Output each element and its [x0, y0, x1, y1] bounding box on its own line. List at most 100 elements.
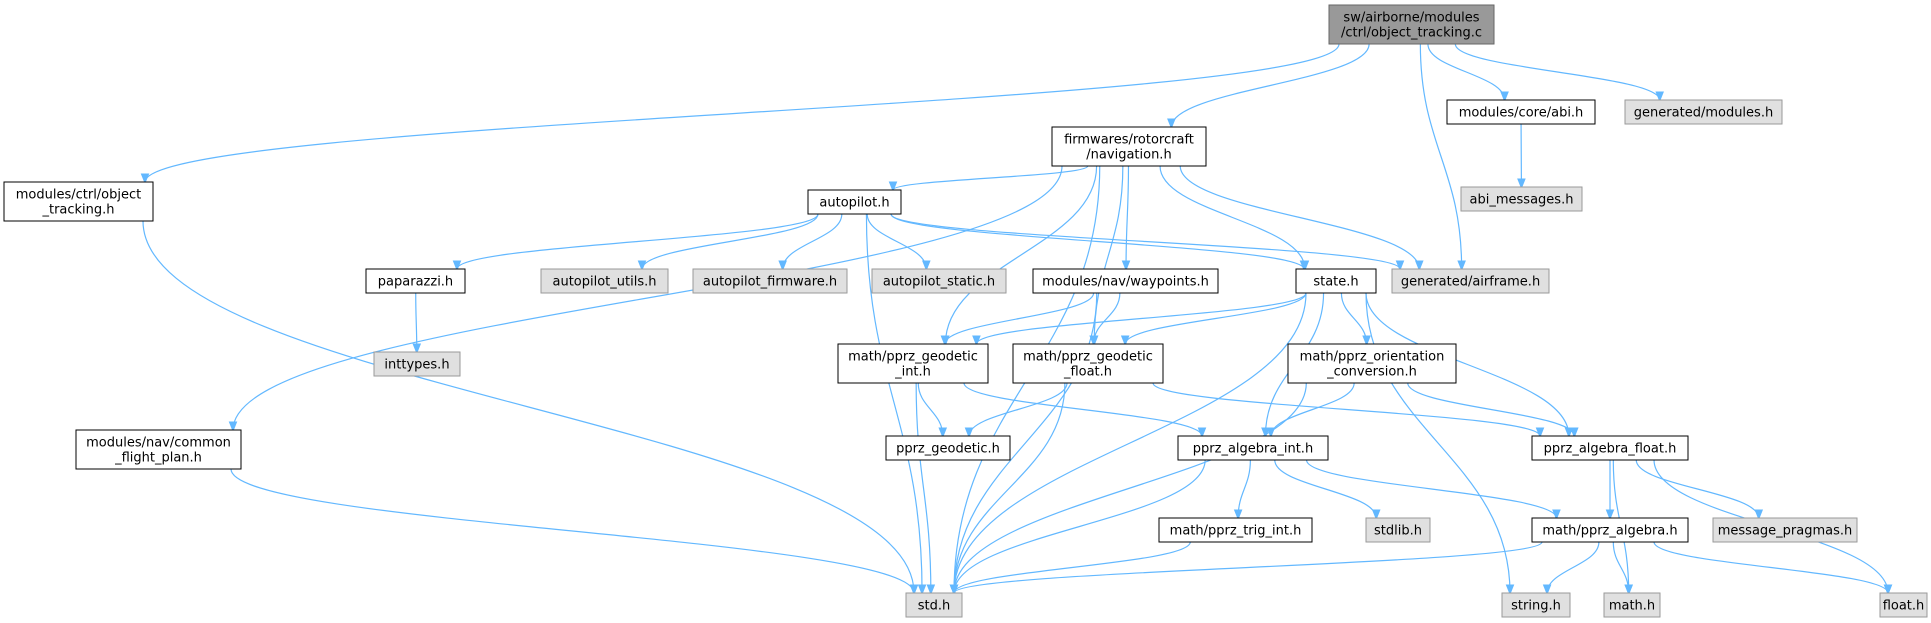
edge-math_alg-to-string: [1547, 541, 1600, 593]
node-box: [885, 435, 1011, 461]
edge-geo_float-to-alg_float: [1152, 382, 1540, 436]
edge-orient-to-alg_float: [1407, 382, 1575, 436]
node-msg-prag[interactable]: message_pragmas.h: [1712, 517, 1858, 543]
node-geo-int[interactable]: math/pprz_geodetic_int.h: [837, 343, 989, 384]
node-stdlib[interactable]: stdlib.h: [1365, 517, 1431, 543]
node-label: _conversion.h: [1326, 365, 1417, 380]
edge-geo_int-to-pprz_geo: [917, 382, 943, 436]
node-waypoints[interactable]: modules/nav/waypoints.h: [1032, 268, 1219, 294]
node-box: [1624, 99, 1783, 125]
edge-alg_int-to-trig: [1238, 459, 1251, 518]
edge-root-to-airframe: [1419, 43, 1461, 269]
edge-autopilot-to-std: [865, 213, 922, 593]
node-box: [1460, 186, 1583, 212]
node-obj-h[interactable]: modules/ctrl/object_tracking.h: [3, 181, 154, 222]
node-orient[interactable]: math/pprz_orientation_conversion.h: [1287, 343, 1457, 384]
node-trig[interactable]: math/pprz_trig_int.h: [1158, 517, 1313, 543]
node-label: pprz_algebra_float.h: [1544, 442, 1677, 457]
edge-autopilot-to-state: [890, 213, 1304, 269]
node-ap-utils[interactable]: autopilot_utils.h: [540, 268, 669, 294]
node-label: math/pprz_algebra.h: [1542, 524, 1677, 539]
node-label: _tracking.h: [41, 203, 114, 218]
edge-geo_float-to-std: [954, 382, 1066, 593]
node-box: [1051, 126, 1207, 167]
node-alg-float[interactable]: pprz_algebra_float.h: [1531, 435, 1689, 461]
node-label: _int.h: [894, 365, 931, 380]
edge-root-to-nav_h: [1171, 43, 1370, 127]
node-label: pprz_geodetic.h: [896, 442, 1000, 457]
nodes-layer: sw/airborne/modules/ctrl/object_tracking…: [3, 4, 1928, 618]
node-box: [871, 268, 1007, 294]
node-label: modules/nav/common: [86, 436, 231, 451]
edges-layer: [142, 43, 1888, 593]
node-label: string.h: [1511, 599, 1561, 614]
node-label: modules/nav/waypoints.h: [1042, 275, 1209, 290]
edge-alg_float-to-msg_prag: [1635, 459, 1759, 518]
node-box: [1295, 268, 1377, 294]
node-string[interactable]: string.h: [1501, 592, 1571, 618]
edge-autopilot-to-ap_fw: [783, 213, 843, 269]
edge-geo_int-to-alg_int: [963, 382, 1202, 436]
edge-nav_h-to-waypoints: [1126, 165, 1128, 269]
node-label: pprz_algebra_int.h: [1193, 442, 1313, 457]
node-box: [1177, 435, 1329, 461]
node-label: float.h: [1883, 599, 1925, 614]
node-alg-int[interactable]: pprz_algebra_int.h: [1177, 435, 1329, 461]
node-math[interactable]: math.h: [1603, 592, 1661, 618]
node-label: _flight_plan.h: [114, 451, 202, 466]
node-box: [1531, 517, 1689, 543]
node-pprz-geo[interactable]: pprz_geodetic.h: [885, 435, 1011, 461]
node-label: abi_messages.h: [1470, 193, 1574, 208]
node-box: [1391, 268, 1550, 294]
node-box: [905, 592, 963, 618]
edge-geo_float-to-pprz_geo: [969, 382, 1068, 436]
node-label: _float.h: [1063, 365, 1112, 380]
node-label: math/pprz_geodetic: [848, 350, 978, 365]
node-box: [1365, 517, 1431, 543]
node-abi-h[interactable]: modules/core/abi.h: [1446, 99, 1596, 125]
node-inttypes[interactable]: inttypes.h: [373, 351, 461, 377]
node-std[interactable]: std.h: [905, 592, 963, 618]
edge-autopilot-to-airframe: [890, 213, 1400, 269]
edge-trig-to-std: [954, 541, 1191, 593]
edge-math_alg-to-std: [954, 541, 1543, 593]
node-label: generated/airframe.h: [1401, 275, 1540, 290]
node-gen-mod[interactable]: generated/modules.h: [1624, 99, 1783, 125]
node-label: generated/modules.h: [1634, 106, 1773, 121]
node-box: [692, 268, 848, 294]
node-label: stdlib.h: [1374, 524, 1422, 539]
edge-state-to-string: [1365, 292, 1510, 593]
node-paparazzi[interactable]: paparazzi.h: [365, 268, 466, 294]
node-label: sw/airborne/modules: [1343, 11, 1479, 26]
edge-obj_h-to-std: [142, 220, 914, 593]
node-state[interactable]: state.h: [1295, 268, 1377, 294]
node-abi-msg[interactable]: abi_messages.h: [1460, 186, 1583, 212]
node-math-alg[interactable]: math/pprz_algebra.h: [1531, 517, 1689, 543]
edge-nav_h-to-geo_int: [945, 165, 1098, 344]
node-box: [1879, 592, 1928, 618]
node-box: [373, 351, 461, 377]
node-geo-float[interactable]: math/pprz_geodetic_float.h: [1012, 343, 1164, 384]
node-root[interactable]: sw/airborne/modules/ctrl/object_tracking…: [1328, 4, 1495, 45]
edge-nav_h-to-flight_plan: [233, 165, 1063, 430]
node-autopilot[interactable]: autopilot.h: [807, 189, 902, 215]
node-box: [1012, 343, 1164, 384]
node-airframe[interactable]: generated/airframe.h: [1391, 268, 1550, 294]
edge-nav_h-to-autopilot: [893, 165, 1089, 190]
node-nav-h[interactable]: firmwares/rotorcraft/navigation.h: [1051, 126, 1207, 167]
node-ap-static[interactable]: autopilot_static.h: [871, 268, 1007, 294]
edge-waypoints-to-geo_int: [945, 292, 1095, 344]
node-label: std.h: [918, 599, 951, 614]
node-box: [1446, 99, 1596, 125]
edge-root-to-gen_mod: [1454, 43, 1659, 100]
edge-autopilot-to-paparazzi: [457, 213, 819, 269]
node-label: math.h: [1609, 599, 1655, 614]
node-box: [365, 268, 466, 294]
node-box: [1287, 343, 1457, 384]
node-flight-plan[interactable]: modules/nav/common_flight_plan.h: [75, 429, 242, 470]
node-label: autopilot_static.h: [883, 275, 995, 290]
node-ap-fw[interactable]: autopilot_firmware.h: [692, 268, 848, 294]
node-float[interactable]: float.h: [1879, 592, 1928, 618]
node-box: [1501, 592, 1571, 618]
